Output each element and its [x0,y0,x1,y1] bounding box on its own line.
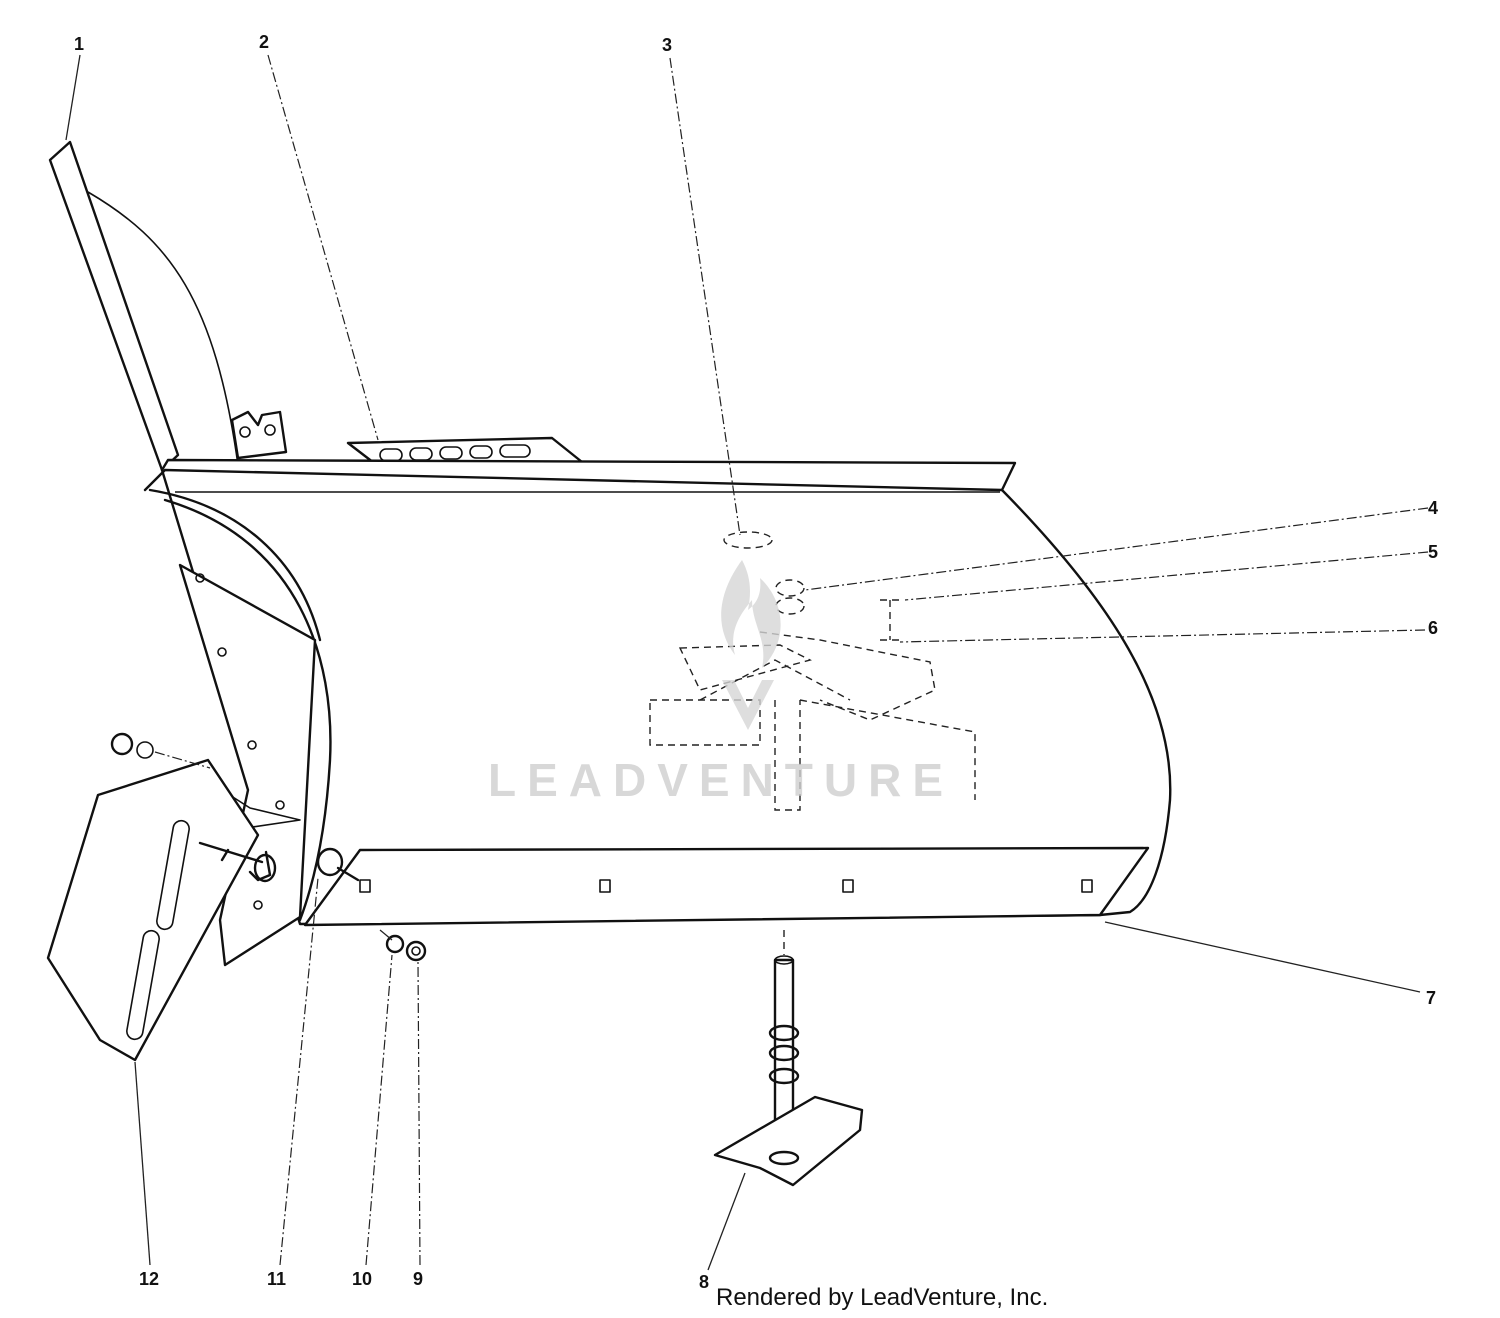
leader-lines [65,54,1429,1271]
part-1-deflector [48,140,239,472]
watermark-text: LEADVENTURE [488,754,954,806]
part-9-nut [405,940,427,962]
callout-11: 11 [267,1269,286,1289]
part-7-cutting-edge [303,846,1150,927]
callout-6: 6 [1428,618,1438,638]
part-12-skid-plate [46,758,260,1062]
bolt-washer-upper [110,732,211,769]
hinge-bracket [230,410,288,460]
callout-4: 4 [1428,498,1438,518]
callout-labels: 1 2 3 4 5 6 7 8 9 10 11 12 [74,32,1438,1292]
callout-9: 9 [413,1269,423,1289]
leadventure-watermark: LEADVENTURE [488,560,954,806]
flame-logo-icon [721,560,781,668]
callout-7: 7 [1426,988,1436,1008]
main-blade [143,458,1172,967]
part-8-shoe [713,930,864,1187]
render-credit: Rendered by LeadVenture, Inc. [716,1284,1048,1311]
callout-1: 1 [74,34,84,54]
callout-5: 5 [1428,542,1438,562]
callout-8: 8 [699,1272,709,1292]
part-10-washer [385,934,405,954]
callout-10: 10 [352,1269,372,1289]
callout-12: 12 [139,1269,159,1289]
part-11-bolt [316,847,360,882]
carriage-bolt [198,841,277,883]
callout-2: 2 [259,32,269,52]
callout-3: 3 [662,35,672,55]
hidden-mount-frame [649,531,976,811]
